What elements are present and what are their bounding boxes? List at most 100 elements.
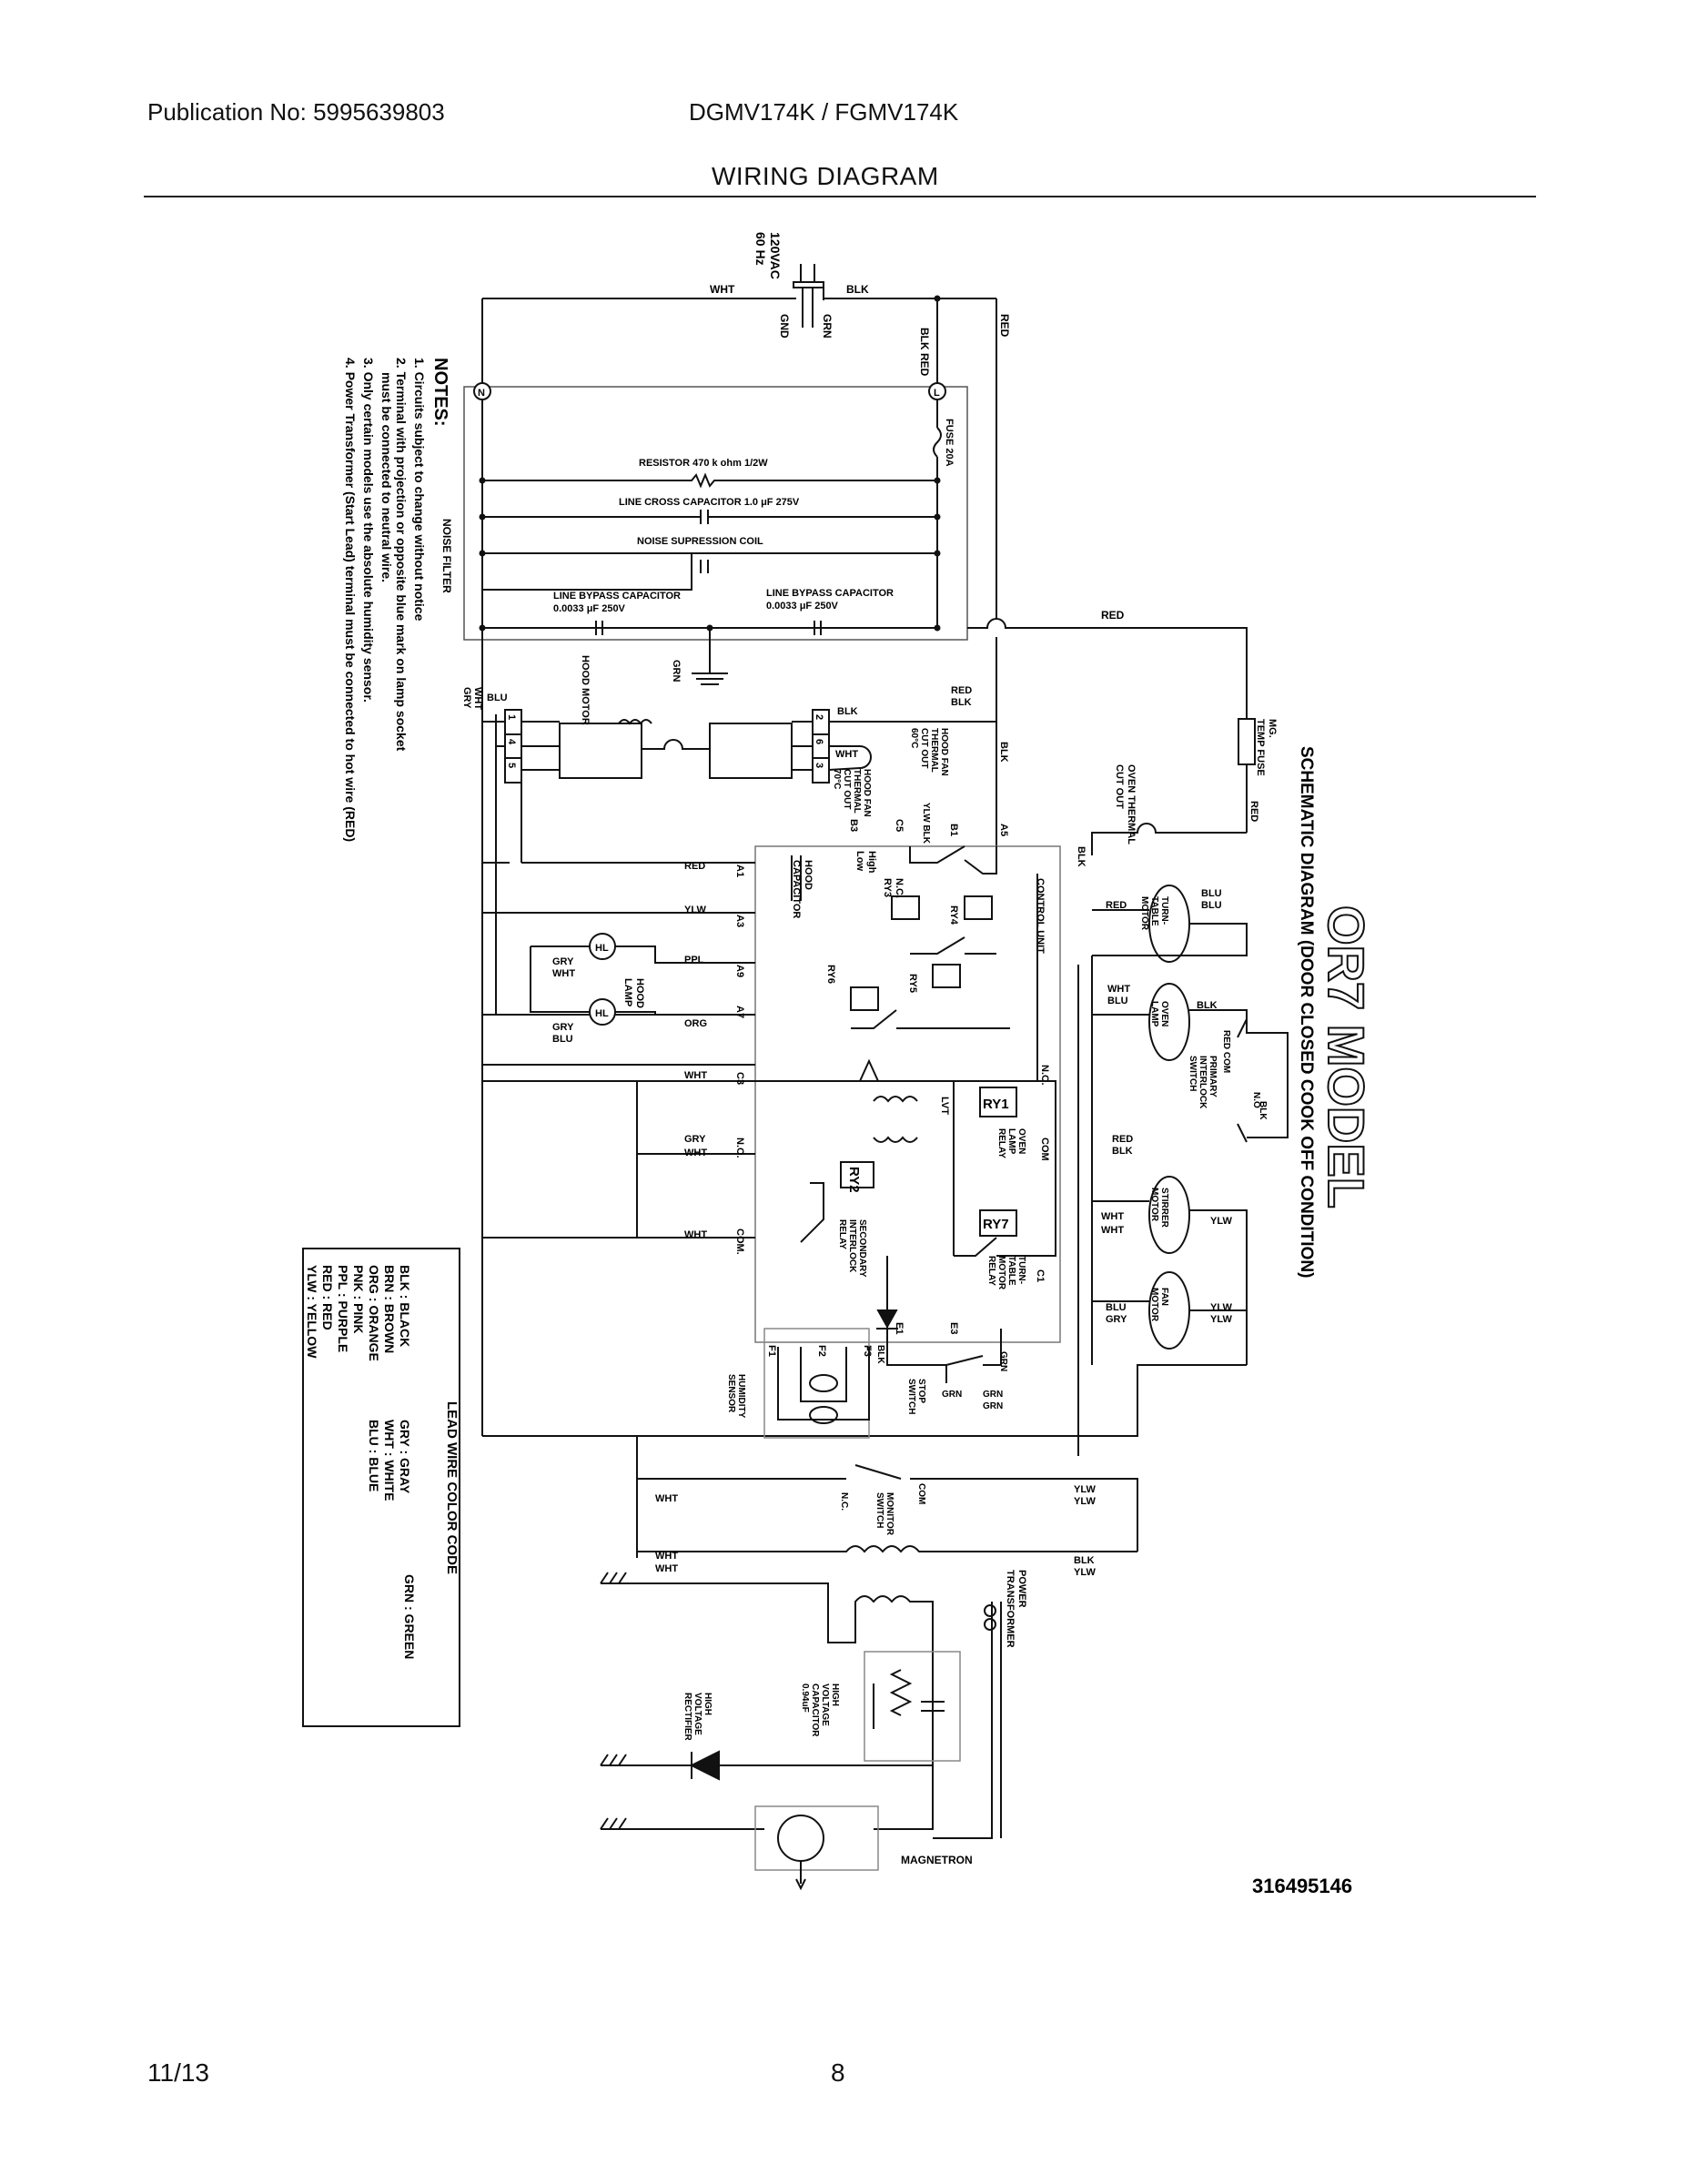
magnetron-label: MAGNETRON: [901, 1854, 973, 1866]
code-ppl: PPL : PURPLE: [336, 1265, 350, 1352]
wire-ylw-fan2: YLW: [1210, 1314, 1232, 1325]
oven-thermal-cutout-1: OVEN THERMAL: [1126, 764, 1137, 844]
wire-ppl-a9: PPL: [684, 955, 704, 966]
wire-red-tt: RED: [1106, 900, 1127, 911]
hv-section: [601, 1436, 1138, 1891]
control-wiring: [482, 845, 1056, 1239]
publication-number: Publication No: 5995639803: [147, 98, 445, 126]
wire-blu-tt2: BLU: [1201, 900, 1222, 911]
page-title: WIRING DIAGRAM: [712, 162, 939, 190]
hv-cap-3: CAPACITOR: [810, 1684, 820, 1737]
code-gry: GRY : GRAY: [398, 1420, 412, 1494]
nc-ry3-nc: N.C.: [894, 878, 905, 898]
monitor-switch-2: SWITCH: [874, 1492, 884, 1528]
note-4: 4. Power Transformer (Start Lead) termin…: [343, 358, 358, 842]
term-no-interlock: N.O: [1251, 1092, 1261, 1108]
humidity-sensor-1: HUMIDITY: [736, 1374, 746, 1419]
lead-wire-code: LEAD WIRE COLOR CODE: [444, 1401, 460, 1574]
wire-blk-lamp: BLK: [1197, 1000, 1218, 1011]
wire-blu-lamp: BLU: [1107, 996, 1128, 1006]
ry5-label: RY5: [907, 974, 918, 993]
term-a5: A5: [998, 824, 1009, 836]
wire-blk-a5: BLK: [998, 742, 1009, 763]
right-motors: [482, 885, 1289, 1456]
wire-gry-fan: GRY: [1106, 1314, 1127, 1325]
monitor-switch-1: MONITOR: [884, 1492, 895, 1536]
note-2: 2. Terminal with projection or opposite …: [394, 358, 409, 752]
stirrer-motor-2: MOTOR: [1149, 1188, 1159, 1222]
fan-motor-1: FAN: [1159, 1288, 1169, 1306]
red-right-wiring: [967, 618, 1256, 855]
wire-red-blk-stir2: BLK: [1112, 1146, 1133, 1157]
power-input-label: 120VAC 60 Hz: [753, 232, 783, 279]
hv-cap-1: HIGH: [830, 1684, 840, 1706]
wire-gry-lamp2: GRY: [552, 1022, 574, 1033]
wire-ylw-monitor2: YLW: [1074, 1496, 1096, 1507]
hood-motor-label: HOOD MOTOR: [580, 655, 591, 725]
wire-gry-left: GRY: [461, 687, 472, 709]
wire-red-blk-1: RED: [951, 685, 972, 696]
primary-interlock-1: PRIMARY: [1208, 1056, 1218, 1097]
hood-fan-60-1: HOOD FAN: [939, 728, 949, 776]
term-a9: A9: [734, 965, 745, 977]
pin-2: 2: [814, 714, 824, 720]
power-transformer-1: POWER: [1016, 1570, 1027, 1608]
code-blk: BLK : BLACK: [398, 1265, 412, 1347]
term-no: N.O.: [734, 1138, 745, 1158]
wire-wht-com: WHT: [684, 1229, 707, 1240]
hv-rect-1: HIGH: [702, 1693, 713, 1715]
note-3: 3. Only certain models use the absolute …: [361, 358, 376, 703]
lead-wire-col2: GRY : GRAY WHT : WHITE BLU : BLUE: [367, 1420, 412, 1501]
wire-wht-stir2: WHT: [1101, 1225, 1124, 1236]
term-c1: C1: [1035, 1269, 1046, 1282]
wire-gry-wht-lamp1: GRY: [552, 956, 574, 967]
wire-wht-c3: WHT: [684, 1070, 707, 1081]
lead-wire-col3: GRN : GREEN: [402, 1574, 417, 1659]
wire-wht-no: WHT: [684, 1148, 707, 1158]
gnd-filter-label: GRN: [671, 660, 682, 682]
oven-lamp-relay-1: OVEN: [1016, 1128, 1026, 1154]
wire-red-fuse: RED: [1248, 801, 1259, 822]
hood-cap-1: HOOD: [803, 860, 814, 890]
wire-grn-grn: GRN: [983, 1390, 1003, 1400]
part-number: 316495146: [1252, 1875, 1352, 1897]
primary-interlock-3: SWITCH: [1188, 1056, 1198, 1091]
pin-3: 3: [814, 763, 824, 768]
ry4-label: RY4: [948, 905, 959, 925]
hood-cap-2: CAPACITOR: [791, 860, 802, 918]
voltage-label: 120VAC: [768, 232, 783, 279]
model-numbers: DGMV174K / FGMV174K: [689, 98, 959, 126]
code-brn: BRN : BROWN: [382, 1265, 397, 1353]
hood-motor-block: [482, 709, 996, 864]
term-a1: A1: [734, 864, 745, 877]
term-b3: B3: [848, 819, 859, 832]
wire-wht-pt1: WHT: [655, 1551, 678, 1562]
hood-lamp-1: HOOD: [634, 978, 645, 1008]
hv-cap-2: VOLTAGE: [820, 1684, 830, 1726]
code-red: RED : RED: [320, 1265, 335, 1330]
wire-red-blk-stir1: RED: [1112, 1134, 1133, 1145]
term-c5: C5: [894, 819, 905, 832]
wire-gry-wht-no: GRY: [684, 1134, 706, 1145]
oven-lamp-1: OVEN: [1159, 1001, 1169, 1026]
humidity-stop: [763, 1328, 1002, 1439]
wire-blk-interlock: BLK: [1258, 1101, 1268, 1120]
stirrer-motor-1: STIRRER: [1159, 1188, 1169, 1228]
sec-relay-1: SECONDARY: [857, 1219, 867, 1278]
hood-fan-60-3: CUT OUT: [919, 728, 929, 768]
stop-switch-2: SWITCH: [906, 1379, 916, 1414]
ry1-label: RY1: [983, 1097, 1009, 1112]
oven-lamp-relay-2: LAMP: [1006, 1128, 1016, 1155]
wire-ylw-a3: YLW: [684, 905, 706, 915]
mg-temp-fuse-2: TEMP FUSE: [1255, 719, 1266, 776]
bypass-value-right: 0.0033 μF 250V: [766, 601, 839, 612]
schematic-title-text: SCHEMATIC DIAGRAM (DOOR CLOSED COOK OFF …: [1297, 746, 1316, 1278]
pin-4: 4: [506, 739, 517, 745]
hood-fan-70-4: 70°C: [832, 769, 842, 789]
wire-blk-hood: BLK: [837, 706, 858, 717]
term-com: COM.: [734, 1228, 745, 1255]
tt-relay-1: TURN-: [1016, 1256, 1026, 1284]
wire-red-a1: RED: [684, 861, 705, 872]
wire-blk-sensor: BLK: [875, 1345, 885, 1364]
